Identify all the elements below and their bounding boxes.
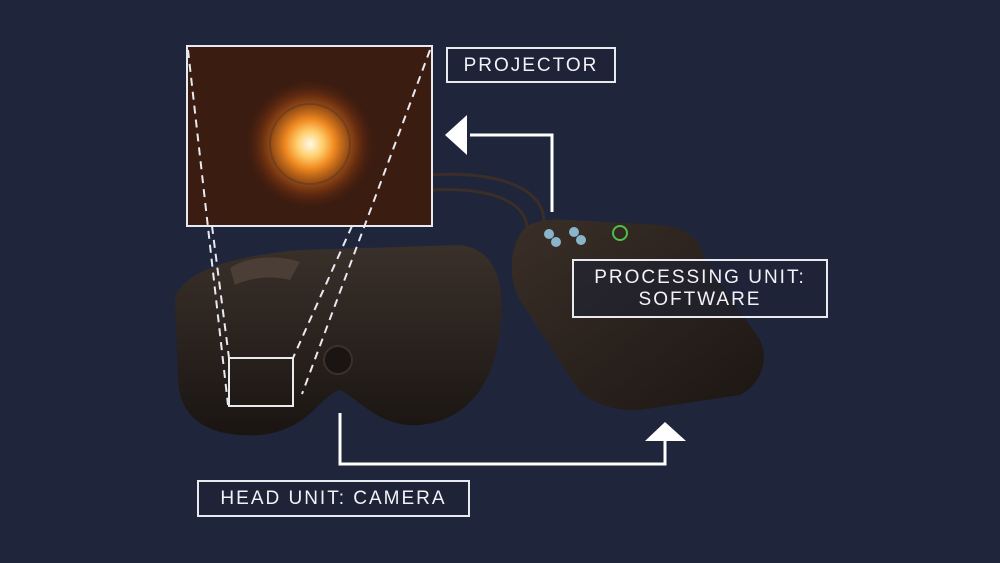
processing-unit-label: PROCESSING UNIT: SOFTWARE	[572, 259, 828, 318]
camera-region-box	[228, 357, 294, 407]
processing-unit-label-line1: PROCESSING UNIT:	[594, 267, 806, 288]
projector-inset-image	[186, 45, 433, 227]
projection-dashed-lines	[187, 49, 431, 406]
projector-label: PROJECTOR	[446, 47, 616, 83]
goggles-head-unit	[175, 245, 502, 436]
arrow-to-projector-icon	[445, 115, 554, 212]
projector-label-text: PROJECTOR	[463, 55, 599, 76]
head-unit-label-text: HEAD UNIT: CAMERA	[220, 488, 447, 509]
arrow-to-processing-unit-icon	[338, 413, 686, 466]
head-unit-label: HEAD UNIT: CAMERA	[197, 480, 470, 517]
processing-unit-label-line2: SOFTWARE	[638, 289, 762, 310]
